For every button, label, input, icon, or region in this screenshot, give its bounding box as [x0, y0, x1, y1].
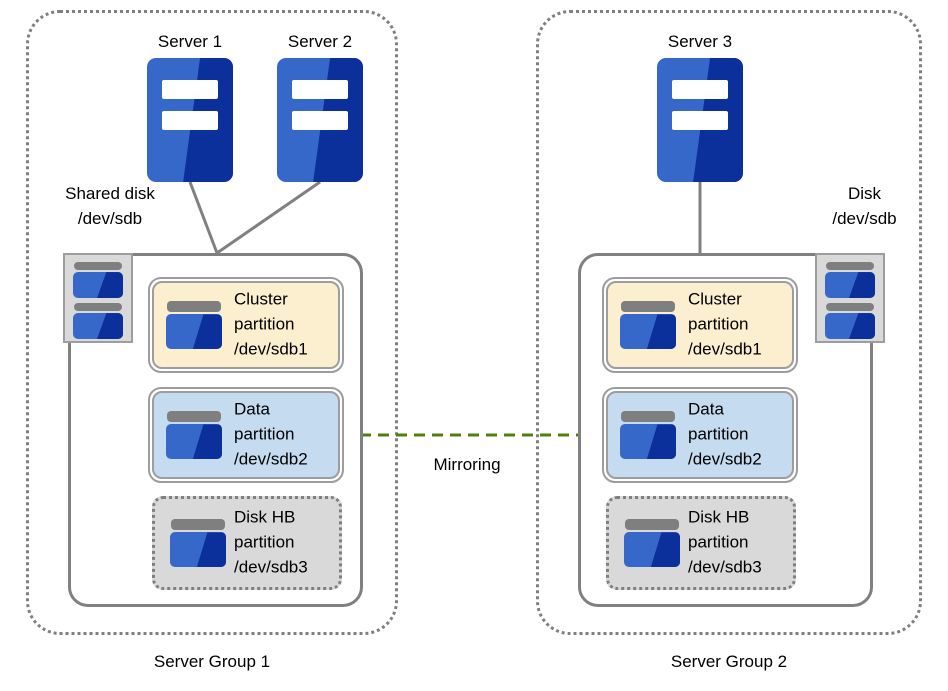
- partition-label-disk-hb: Disk HB partition /dev/sdb3: [234, 506, 308, 581]
- disk-platter-icon: [73, 303, 123, 339]
- partition-line-1: Data: [234, 399, 270, 419]
- mirroring-label: Mirroring: [433, 455, 501, 474]
- shared-disk-caption-line2: /dev/sdb: [77, 208, 143, 228]
- disk-platter-icon: [624, 519, 680, 567]
- server-group-1-caption: Server Group 1: [153, 652, 271, 671]
- partition-line-1: Disk HB: [234, 507, 296, 527]
- partition-line-3: /dev/sdb2: [234, 449, 308, 469]
- server-group-2-caption: Server Group 2: [670, 652, 788, 671]
- server-2-label: Server 2: [287, 32, 353, 51]
- partition-line-3: /dev/sdb3: [688, 557, 762, 577]
- partition-card-data[interactable]: Data partition /dev/sdb2: [602, 387, 798, 483]
- partition-line-3: /dev/sdb1: [234, 339, 308, 359]
- partition-card-cluster[interactable]: Cluster partition /dev/sdb1: [148, 277, 344, 373]
- partition-line-1: Data: [688, 399, 724, 419]
- partition-line-3: /dev/sdb1: [688, 339, 762, 359]
- partition-label-disk-hb: Disk HB partition /dev/sdb3: [688, 506, 762, 581]
- server-group-2-boundary: [536, 10, 922, 635]
- partition-label-data: Data partition /dev/sdb2: [688, 398, 762, 473]
- partition-line-3: /dev/sdb3: [234, 557, 308, 577]
- disk-stack-icon: [63, 253, 133, 343]
- partition-card-disk-hb[interactable]: Disk HB partition /dev/sdb3: [152, 496, 342, 590]
- server-3-label: Server 3: [667, 32, 733, 51]
- disk-platter-icon: [825, 262, 875, 298]
- disk-platter-icon: [620, 411, 676, 459]
- server-tower-icon: [277, 58, 363, 182]
- partition-line-2: partition: [688, 532, 749, 552]
- disk-platter-icon: [170, 519, 226, 567]
- partition-line-2: partition: [234, 314, 295, 334]
- partition-line-2: partition: [688, 424, 749, 444]
- server-tower-icon: [657, 58, 743, 182]
- shared-disk-caption: Shared disk /dev/sdb: [45, 182, 175, 231]
- disk-platter-icon: [825, 303, 875, 339]
- disk-stack-icon: [815, 253, 885, 343]
- partition-card-disk-hb[interactable]: Disk HB partition /dev/sdb3: [606, 496, 796, 590]
- shared-disk-caption-line1: Shared disk: [65, 184, 155, 203]
- disk-platter-icon: [73, 262, 123, 298]
- partition-card-cluster[interactable]: Cluster partition /dev/sdb1: [602, 277, 798, 373]
- partition-label-data: Data partition /dev/sdb2: [234, 398, 308, 473]
- disk-caption-line1: Disk: [847, 184, 882, 203]
- partition-line-1: Cluster: [688, 289, 742, 309]
- partition-line-3: /dev/sdb2: [688, 449, 762, 469]
- partition-line-1: Disk HB: [688, 507, 750, 527]
- partition-line-2: partition: [234, 424, 295, 444]
- disk-caption: Disk /dev/sdb: [812, 182, 917, 231]
- disk-platter-icon: [620, 301, 676, 349]
- server-group-1-boundary: [26, 10, 398, 635]
- server-tower-icon: [147, 58, 233, 182]
- partition-line-2: partition: [688, 314, 749, 334]
- disk-caption-line2: /dev/sdb: [832, 208, 897, 228]
- partition-label-cluster: Cluster partition /dev/sdb1: [688, 288, 762, 363]
- disk-platter-icon: [166, 301, 222, 349]
- partition-line-1: Cluster: [234, 289, 288, 309]
- partition-card-data[interactable]: Data partition /dev/sdb2: [148, 387, 344, 483]
- server-1-label: Server 1: [157, 32, 223, 51]
- partition-line-2: partition: [234, 532, 295, 552]
- disk-platter-icon: [166, 411, 222, 459]
- partition-label-cluster: Cluster partition /dev/sdb1: [234, 288, 308, 363]
